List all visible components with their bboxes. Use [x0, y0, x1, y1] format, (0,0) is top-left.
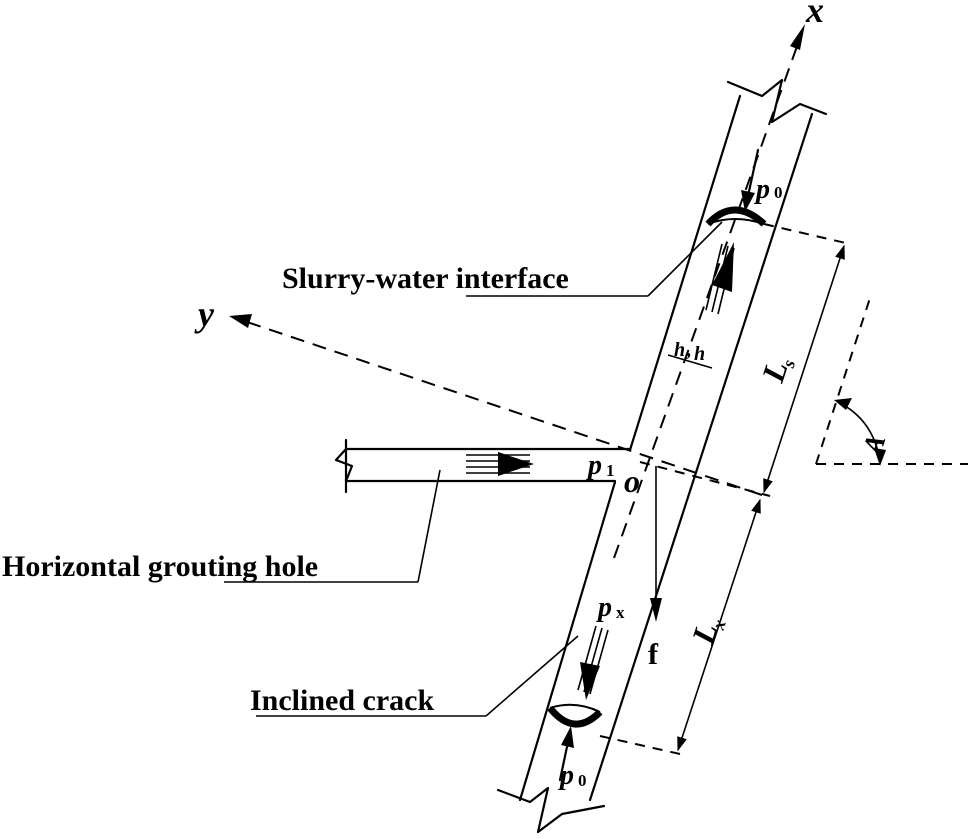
svg-text:p: p: [596, 592, 612, 623]
slurry-interface-label: Slurry-water interface: [282, 262, 569, 295]
svg-text:p: p: [754, 174, 770, 205]
svg-text:p: p: [586, 450, 602, 481]
svg-text:A: A: [857, 431, 893, 460]
h-h-label: h , h: [674, 339, 705, 365]
angle-indicator: [815, 297, 968, 466]
gravity-label: f: [648, 638, 659, 671]
horizontal-hole-label: Horizontal grouting hole: [2, 550, 318, 583]
x-axis: [613, 24, 805, 559]
origin-label: o: [624, 463, 640, 499]
svg-text:,: ,: [686, 339, 691, 361]
svg-text:0: 0: [578, 771, 587, 790]
p0-bottom: p 0: [558, 760, 587, 791]
inclined-crack-label: Inclined crack: [250, 684, 434, 717]
flow-arrows-lower: [577, 625, 609, 700]
horizontal-grouting-hole: [334, 438, 632, 494]
bottom-meniscus: [547, 703, 603, 728]
svg-text:h: h: [694, 343, 705, 365]
flow-arrows-upper: [705, 242, 735, 315]
flow-arrows-hole: [466, 452, 534, 476]
svg-text:h: h: [674, 339, 685, 361]
Lx-label: L x: [684, 617, 730, 649]
x-axis-label: x: [805, 0, 824, 30]
y-axis: [229, 314, 763, 496]
p1-label: p 1: [586, 450, 615, 481]
y-axis-label: y: [194, 294, 215, 334]
angle-label: A: [857, 431, 893, 460]
svg-text:x: x: [616, 603, 625, 622]
leader-lines: [224, 221, 723, 717]
inclined-crack-walls: [496, 78, 828, 834]
svg-text:p: p: [558, 760, 574, 791]
Ls-label: L s: [754, 356, 799, 387]
svg-text:0: 0: [774, 183, 783, 202]
pressure-arrows: [558, 148, 760, 782]
p0-top: p 0: [754, 174, 783, 205]
svg-text:1: 1: [606, 461, 615, 480]
px-label: p x: [596, 592, 625, 623]
dimension-lines: [599, 223, 851, 755]
top-meniscus: [705, 206, 767, 227]
gravity-vector: [650, 466, 662, 622]
